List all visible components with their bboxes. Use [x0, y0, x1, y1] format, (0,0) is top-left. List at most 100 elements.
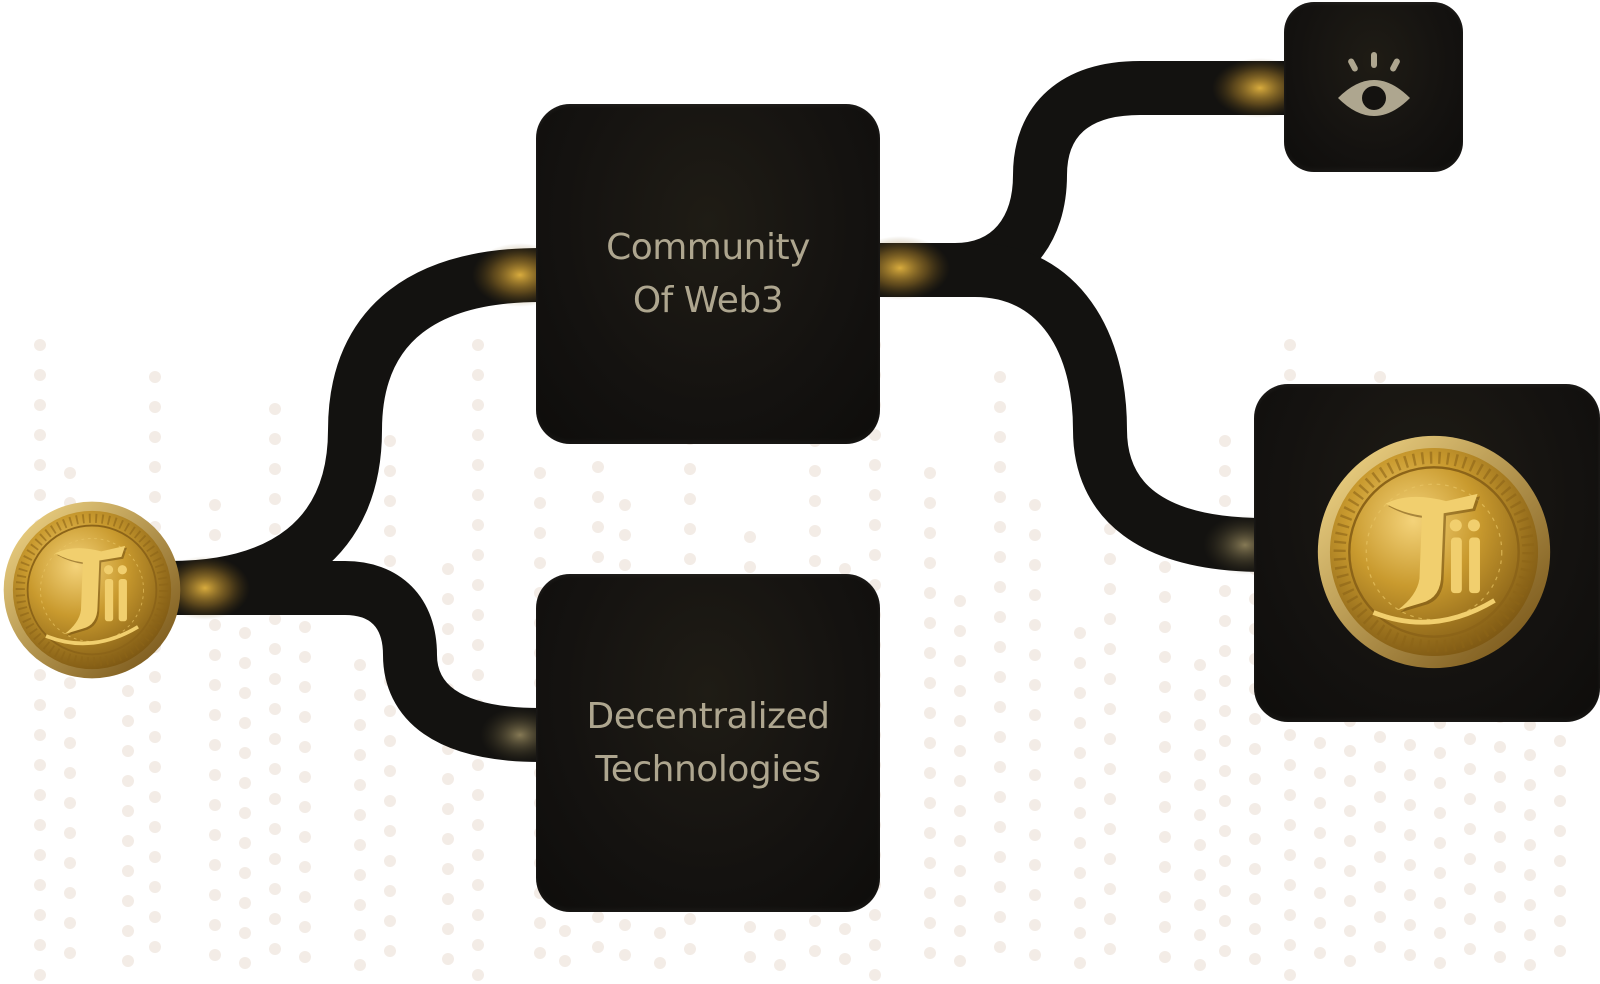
background-dot — [1374, 731, 1386, 743]
background-dot — [1524, 779, 1536, 791]
background-dot — [1159, 831, 1171, 843]
background-dot — [994, 611, 1006, 623]
background-dot — [64, 467, 76, 479]
background-dot — [1029, 769, 1041, 781]
background-dot — [472, 519, 484, 531]
background-dot — [954, 715, 966, 727]
background-dot — [1554, 765, 1566, 777]
background-dot — [354, 719, 366, 731]
background-dot — [1494, 951, 1506, 963]
background-dot — [472, 489, 484, 501]
background-dot — [34, 939, 46, 951]
background-dot — [1524, 719, 1536, 731]
background-dot — [1159, 561, 1171, 573]
background-dot — [1249, 743, 1261, 755]
background-dot — [1554, 735, 1566, 747]
background-dot — [1524, 959, 1536, 971]
background-dot — [354, 749, 366, 761]
background-dot — [209, 709, 221, 721]
background-dot — [122, 895, 134, 907]
background-dot — [1074, 867, 1086, 879]
background-dot — [994, 911, 1006, 923]
background-dot — [1554, 885, 1566, 897]
background-dot — [1074, 837, 1086, 849]
background-dot — [239, 897, 251, 909]
background-dot — [924, 857, 936, 869]
background-dot — [559, 925, 571, 937]
background-dot — [1219, 435, 1231, 447]
background-dot — [994, 551, 1006, 563]
background-dot — [299, 861, 311, 873]
background-dot — [1194, 929, 1206, 941]
background-dot — [472, 549, 484, 561]
background-dot — [209, 919, 221, 931]
background-dot — [1404, 799, 1416, 811]
background-dot — [269, 943, 281, 955]
background-dot — [1159, 741, 1171, 753]
background-dot — [684, 523, 696, 535]
background-dot — [924, 617, 936, 629]
background-dot — [354, 809, 366, 821]
background-dot — [239, 837, 251, 849]
background-dot — [64, 767, 76, 779]
background-dot — [149, 761, 161, 773]
background-dot — [954, 955, 966, 967]
background-dot — [1029, 829, 1041, 841]
background-dot — [619, 529, 631, 541]
background-dot — [472, 879, 484, 891]
background-dot — [1219, 675, 1231, 687]
background-dot — [209, 619, 221, 631]
background-dot — [269, 703, 281, 715]
background-dot — [1374, 851, 1386, 863]
background-dot — [442, 773, 454, 785]
background-dot — [209, 829, 221, 841]
background-dot — [559, 955, 571, 967]
background-dot — [299, 621, 311, 633]
background-dot — [1194, 869, 1206, 881]
background-dot — [1029, 529, 1041, 541]
background-dot — [472, 759, 484, 771]
background-dot — [592, 491, 604, 503]
background-dot — [1029, 679, 1041, 691]
background-dot — [1074, 957, 1086, 969]
background-dot — [269, 913, 281, 925]
background-dot — [472, 369, 484, 381]
background-dot — [1219, 765, 1231, 777]
background-dot — [299, 741, 311, 753]
background-dot — [1284, 339, 1296, 351]
background-dot — [472, 399, 484, 411]
background-dot — [1494, 891, 1506, 903]
background-dot — [1219, 915, 1231, 927]
background-dot — [442, 863, 454, 875]
background-dot — [122, 685, 134, 697]
background-dot — [1494, 921, 1506, 933]
background-dot — [384, 795, 396, 807]
background-dot — [1029, 889, 1041, 901]
background-dot — [1029, 949, 1041, 961]
background-dot — [954, 745, 966, 757]
background-dot — [269, 463, 281, 475]
background-dot — [1104, 763, 1116, 775]
background-dot — [839, 953, 851, 965]
background-dot — [269, 643, 281, 655]
background-dot — [994, 521, 1006, 533]
eye-icon — [1337, 52, 1410, 116]
background-dot — [1284, 789, 1296, 801]
background-dot — [592, 941, 604, 953]
background-dot — [1159, 711, 1171, 723]
background-dot — [34, 819, 46, 831]
background-dot — [239, 657, 251, 669]
background-dot — [1104, 823, 1116, 835]
background-dot — [654, 927, 666, 939]
background-dot — [1194, 959, 1206, 971]
background-dot — [149, 371, 161, 383]
background-dot — [122, 925, 134, 937]
background-dot — [1194, 749, 1206, 761]
background-dot — [299, 921, 311, 933]
background-dot — [1404, 889, 1416, 901]
background-dot — [1104, 613, 1116, 625]
background-dot — [1314, 827, 1326, 839]
background-dot — [924, 557, 936, 569]
background-dot — [1314, 797, 1326, 809]
node-decentralized-technologies: Decentralized Technologies — [536, 574, 880, 912]
